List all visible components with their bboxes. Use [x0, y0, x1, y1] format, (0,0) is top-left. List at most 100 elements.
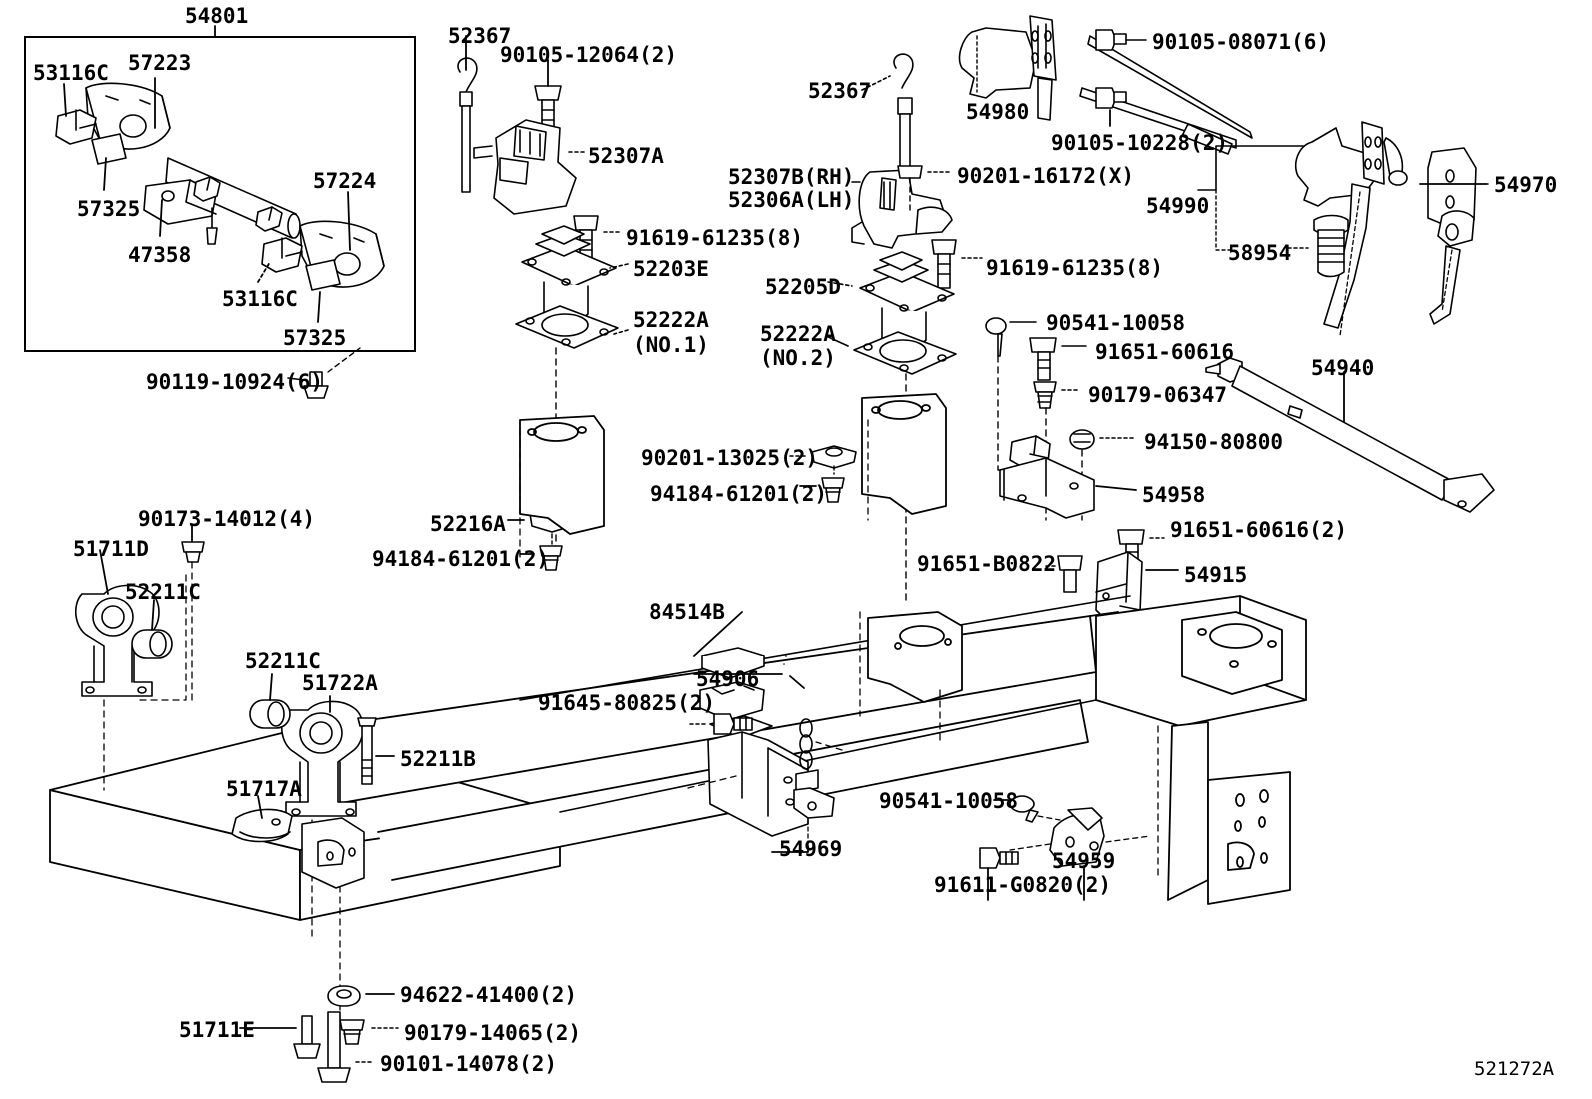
label-94622-41400: 94622-41400(2) — [400, 983, 578, 1007]
label-54990: 54990 — [1146, 194, 1210, 218]
part-52203E — [521, 225, 629, 321]
label-91651-60616-lower: 91651-60616(2) — [1170, 518, 1348, 542]
label-90179-06347: 90179-06347 — [1088, 383, 1228, 407]
part-84514B — [693, 611, 765, 721]
label-51711D: 51711D — [73, 537, 149, 561]
part-90541-10058-lower — [993, 795, 1061, 823]
sheet-id: 521272A — [1474, 1058, 1555, 1080]
label-53116C-top: 53116C — [33, 61, 109, 85]
part-91651-60616-upper — [1029, 337, 1087, 381]
label-54915: 54915 — [1184, 563, 1248, 587]
part-51711E-bolt — [239, 1015, 321, 1059]
label-47358: 47358 — [128, 243, 192, 267]
part-91619-61235-right — [931, 239, 983, 289]
label-54980: 54980 — [966, 100, 1030, 124]
label-57325-bottom: 57325 — [283, 326, 347, 350]
label-52203E: 52203E — [633, 257, 709, 281]
label-51711E: 51711E — [179, 1018, 255, 1042]
label-90105-10228: 90105-10228(2) — [1051, 131, 1229, 155]
label-90101-14078: 90101-14078(2) — [380, 1052, 558, 1076]
part-58954 — [1287, 214, 1349, 278]
part-90201-13025 — [789, 445, 857, 475]
label-52222A-no2-suffix: (NO.2) — [760, 346, 836, 370]
label-90105-12064: 90105-12064(2) — [500, 43, 678, 67]
label-54959: 54959 — [1052, 849, 1116, 873]
label-52216A: 52216A — [430, 512, 506, 536]
label-57223: 57223 — [128, 51, 192, 75]
part-54969 — [771, 718, 835, 853]
part-90173-14012 — [181, 523, 205, 701]
label-52222A-no2: 52222A — [760, 322, 836, 346]
chassis-frame — [49, 393, 1307, 921]
label-52211C-upper: 52211C — [125, 580, 201, 604]
label-90541-10058-lower: 90541-10058 — [879, 789, 1019, 813]
label-52307B-RH: 52307B(RH) — [728, 165, 855, 189]
part-54958 — [999, 435, 1137, 519]
part-51722A — [281, 695, 364, 1011]
label-94184-61201-centre: 94184-61201(2) — [650, 482, 828, 506]
part-90101-14078 — [317, 1011, 375, 1083]
label-57224: 57224 — [313, 169, 377, 193]
label-84514B: 84514B — [649, 600, 725, 624]
label-52222A-no1-suffix: (NO.1) — [633, 333, 709, 357]
label-91651-60616-upper: 91651-60616 — [1095, 340, 1235, 364]
part-52367-right — [861, 53, 914, 169]
part-52211B — [357, 717, 395, 785]
label-52306A-LH: 52306A(LH) — [728, 188, 855, 212]
part-52307B-52306A — [851, 165, 953, 249]
part-54801-assembly — [55, 25, 385, 323]
part-94184-61201-centre — [799, 477, 845, 503]
label-90541-10058-upper: 90541-10058 — [1046, 311, 1186, 335]
label-54801: 54801 — [185, 4, 249, 28]
label-94150-80800: 94150-80800 — [1144, 430, 1284, 454]
label-52211C-lower: 52211C — [245, 649, 321, 673]
part-90119-10924 — [287, 347, 361, 399]
part-90179-14065 — [339, 1019, 399, 1045]
label-52211B: 52211B — [400, 747, 476, 771]
part-91645-80825 — [689, 713, 753, 735]
part-54990 — [1197, 121, 1408, 337]
label-91645-80825: 91645-80825(2) — [538, 691, 716, 715]
part-51717A — [231, 795, 293, 843]
part-52211C-lower — [249, 673, 291, 729]
label-52367-right: 52367 — [808, 79, 872, 103]
part-52367-left — [457, 35, 478, 193]
label-54958: 54958 — [1142, 483, 1206, 507]
label-51722A: 51722A — [302, 671, 378, 695]
part-91651-B0822 — [1045, 555, 1083, 593]
label-52222A-no1: 52222A — [633, 308, 709, 332]
label-91651-B0822: 91651-B0822 — [917, 552, 1057, 576]
part-52307A — [473, 119, 585, 215]
part-94622-41400 — [327, 985, 395, 1007]
part-54940 — [1205, 357, 1495, 513]
label-94184-61201-left: 94184-61201(2) — [372, 547, 550, 571]
label-52205D: 52205D — [765, 275, 841, 299]
label-90201-13025: 90201-13025(2) — [641, 446, 819, 470]
label-91611-G0820: 91611-G0820(2) — [934, 873, 1112, 897]
label-90179-14065: 90179-14065(2) — [404, 1021, 582, 1045]
group-box-54801 — [24, 36, 416, 352]
part-91611-G0820 — [979, 847, 1019, 901]
label-90173-14012: 90173-14012(4) — [138, 507, 316, 531]
part-54970 — [1419, 147, 1489, 325]
part-52205D — [827, 251, 955, 347]
label-58954: 58954 — [1228, 241, 1292, 265]
label-51717A: 51717A — [226, 777, 302, 801]
label-53116C-bottom: 53116C — [222, 287, 298, 311]
label-52307A: 52307A — [588, 144, 664, 168]
label-54970: 54970 — [1494, 173, 1558, 197]
part-51711E-bracket — [301, 817, 365, 889]
label-90201-16172: 90201-16172(X) — [957, 164, 1135, 188]
label-52367-left: 52367 — [448, 24, 512, 48]
label-54906: 54906 — [696, 667, 760, 691]
label-54940: 54940 — [1311, 356, 1375, 380]
label-91619-61235-right: 91619-61235(8) — [986, 256, 1164, 280]
part-54959 — [1009, 807, 1151, 901]
part-52211C-upper — [131, 599, 173, 659]
label-91619-61235-left: 91619-61235(8) — [626, 226, 804, 250]
part-94184-61201-left — [519, 545, 563, 571]
label-90105-08071: 90105-08071(6) — [1152, 30, 1330, 54]
label-90119-10924: 90119-10924(6) — [146, 370, 324, 394]
